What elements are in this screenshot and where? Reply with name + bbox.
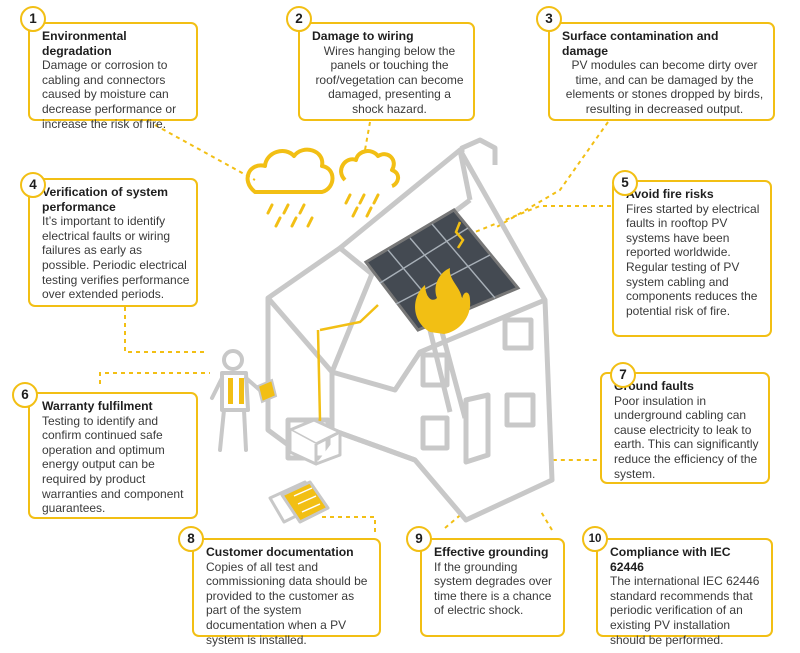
callout-number: 6 — [12, 382, 38, 408]
inverter-box-icon — [288, 418, 342, 466]
callout-text: Poor insulation in underground cabling c… — [614, 393, 759, 481]
connector-10 — [539, 509, 553, 531]
rain-drops — [266, 193, 380, 228]
callout-number: 5 — [612, 170, 638, 196]
connector-8 — [322, 516, 376, 532]
callout-number: 10 — [582, 526, 608, 552]
callout-title: Verification of system performance — [42, 185, 168, 214]
callout-title: Damage to wiring — [312, 29, 414, 43]
connector-3 — [494, 121, 609, 229]
callout-title: Surface contamination and damage — [562, 29, 719, 58]
callout-text: If the grounding system degrades over ti… — [434, 559, 553, 618]
callout-environmental-degradation: Environmental degradation Damage or corr… — [28, 22, 198, 131]
callout-title: Effective grounding — [434, 545, 549, 559]
callout-title: Customer documentation — [206, 545, 354, 559]
callout-text: Fires started by electrical faults in ro… — [626, 201, 760, 318]
callout-title: Compliance with IEC 62446 — [610, 545, 731, 574]
callout-number: 7 — [610, 362, 636, 388]
rain-cloud-icon — [245, 147, 400, 194]
callout-title: Warranty fulfilment — [42, 399, 153, 413]
technician-icon — [210, 349, 264, 452]
callout-text: Wires hanging below the panels or touchi… — [315, 43, 464, 116]
connector-1 — [154, 124, 256, 181]
tester-device — [256, 378, 278, 404]
technician-vest — [228, 378, 244, 404]
callout-title: Avoid fire risks — [626, 187, 714, 201]
callout-ground-faults: Ground faults Poor insulation in undergr… — [600, 372, 770, 484]
documents-icon — [268, 480, 330, 524]
callout-number: 8 — [178, 526, 204, 552]
callout-number: 3 — [536, 6, 562, 32]
callout-customer-documentation: Customer documentation Copies of all tes… — [192, 538, 381, 647]
callout-number: 9 — [406, 526, 432, 552]
callout-number: 4 — [20, 172, 46, 198]
callout-warranty-fulfilment: Warranty fulfilment Testing to identify … — [28, 392, 198, 519]
callout-avoid-fire-risks: Avoid fire risks Fires started by electr… — [612, 180, 772, 337]
callout-number: 1 — [20, 6, 46, 32]
connector-5 — [454, 205, 611, 241]
callout-number: 2 — [286, 6, 312, 32]
fire-icon — [415, 268, 471, 334]
callout-text: Copies of all test and commissioning dat… — [206, 559, 368, 647]
callout-title: Ground faults — [614, 379, 694, 393]
connector-2 — [364, 121, 371, 151]
callout-compliance-iec-62446: Compliance with IEC 62446 The internatio… — [596, 538, 773, 647]
callout-text: It’s important to identify electrical fa… — [42, 214, 190, 302]
callout-text: Damage or corrosion to cabling and conne… — [42, 58, 177, 131]
callout-damage-to-wiring: Damage to wiring Wires hanging below the… — [298, 22, 475, 121]
callout-surface-contamination: Surface contamination and damage PV modu… — [548, 22, 775, 121]
connector-6 — [99, 372, 210, 384]
callout-text: The international IEC 62446 standard rec… — [610, 574, 760, 647]
callout-text: PV modules can become dirty over time, a… — [565, 58, 764, 116]
connector-4 — [124, 307, 205, 353]
callout-effective-grounding: Effective grounding If the grounding sys… — [420, 538, 565, 637]
callout-verification-of-system-performance: Verification of system performance It’s … — [28, 178, 198, 307]
callout-title: Environmental degradation — [42, 29, 127, 58]
callout-text: Testing to identify and confirm continue… — [42, 413, 184, 516]
